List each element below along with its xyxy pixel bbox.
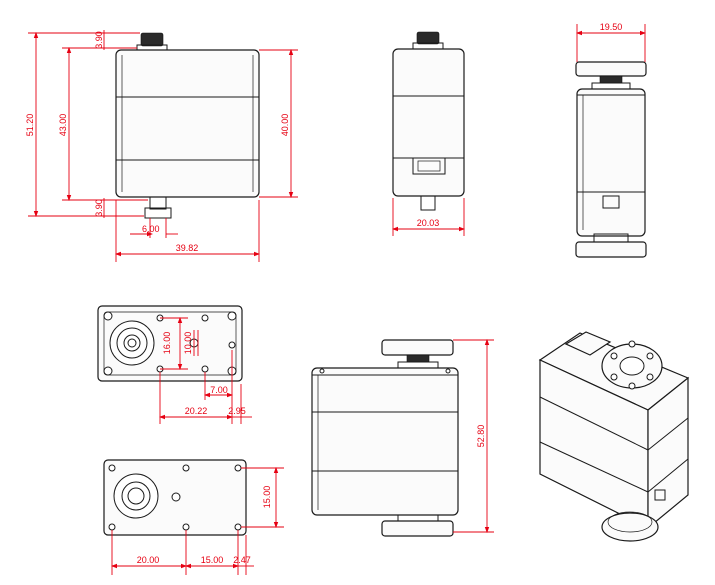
dim-horn-width: 19.50 xyxy=(600,22,623,32)
dim-top-offset: 3.90 xyxy=(94,31,104,49)
side-horn-view xyxy=(575,61,647,258)
dim-offset-7: 7.00 xyxy=(210,385,228,395)
dim-hole-spacing-v: 16.00 xyxy=(162,332,172,355)
dim-body-to-flange: 43.00 xyxy=(58,114,68,137)
horn-dimensions: 19.50 xyxy=(575,22,647,62)
dim-body-height: 40.00 xyxy=(280,114,290,137)
dim-offset-295: 2.95 xyxy=(228,406,246,416)
dim-hole-spacing-v2: 10.00 xyxy=(183,332,193,355)
dim-bottom-offset: 3.90 xyxy=(94,199,104,217)
dim-front-width: 39.82 xyxy=(176,243,199,253)
bottom-dimensions: 15.00 20.00 15.00 2.47 xyxy=(110,466,284,575)
dim-offset-2022: 20.22 xyxy=(185,406,208,416)
isometric-view xyxy=(538,331,690,542)
dim-shaft-width: 6.00 xyxy=(142,224,160,234)
dim-bottom-15: 15.00 xyxy=(262,486,272,509)
dim-bottom-15b: 15.00 xyxy=(201,555,224,565)
front-dimensions: 51.20 43.00 3.90 3.90 40.00 6.00 39.82 xyxy=(25,30,298,262)
dim-rear-height: 52.80 xyxy=(476,425,486,448)
dim-side-width: 20.03 xyxy=(417,218,440,228)
dim-bottom-247: 2.47 xyxy=(233,555,251,565)
rear-view xyxy=(311,339,459,537)
dim-total-height: 51.20 xyxy=(25,114,35,137)
rear-dimensions: 52.80 xyxy=(453,338,494,534)
front-view xyxy=(115,32,260,219)
top-dimensions: 16.00 10.00 7.00 20.22 2.95 xyxy=(158,316,252,424)
bottom-view xyxy=(103,459,247,536)
dim-bottom-20: 20.00 xyxy=(137,555,160,565)
side-dimensions: 20.03 xyxy=(391,198,466,236)
side-view xyxy=(392,31,465,211)
